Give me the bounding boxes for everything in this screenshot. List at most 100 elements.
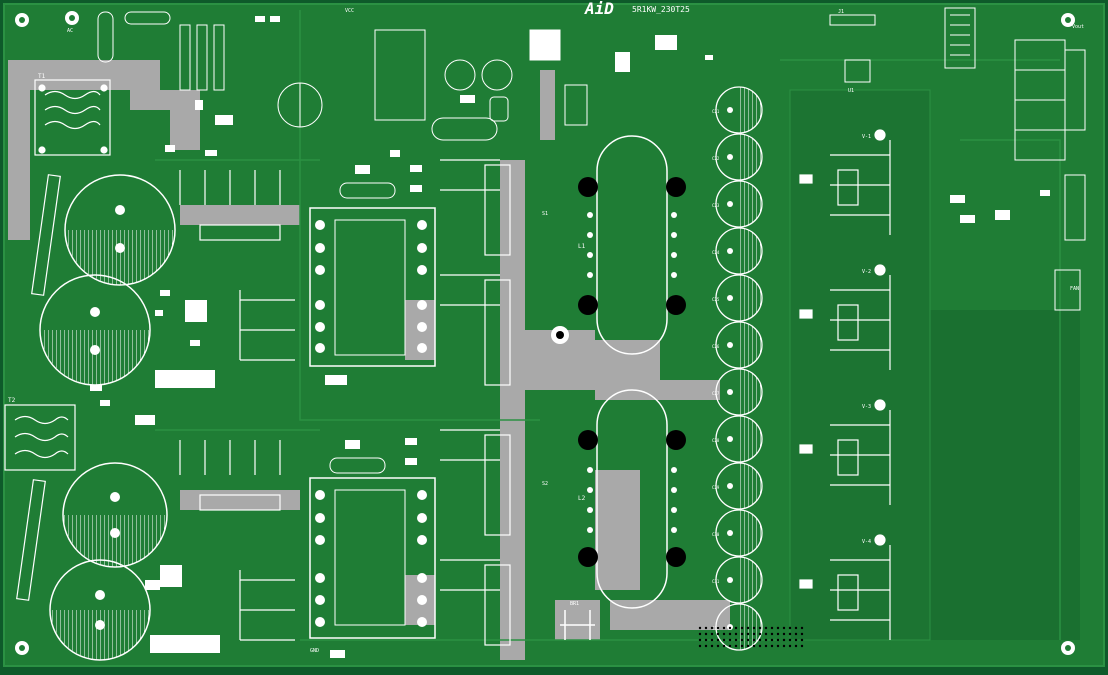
- smd-components: [90, 16, 1050, 658]
- via: [722, 638, 726, 642]
- inductor-bottom: [578, 389, 686, 609]
- fan-label: FAN: [1070, 286, 1079, 292]
- via: [752, 644, 756, 648]
- output-capacitor: C21: [712, 86, 763, 134]
- via: [764, 632, 768, 636]
- via: [734, 644, 738, 648]
- mounting-holes: [15, 11, 1075, 655]
- board-logo: AiD: [584, 0, 614, 18]
- output-capacitor-label: C28: [712, 438, 720, 443]
- via: [746, 644, 750, 648]
- top-center-parts: [97, 11, 588, 474]
- via: [716, 638, 720, 642]
- vout-label: Vout: [1072, 24, 1084, 30]
- via: [788, 632, 792, 636]
- big-cap-1: [64, 174, 176, 286]
- via: [770, 638, 774, 642]
- via: [698, 632, 702, 636]
- via: [794, 638, 798, 642]
- heatsink-fins-bottom: [179, 440, 295, 641]
- via: [794, 632, 798, 636]
- via: [788, 638, 792, 642]
- copper-zone-right: [930, 310, 1080, 640]
- via: [710, 626, 714, 630]
- via: [740, 638, 744, 642]
- via: [728, 644, 732, 648]
- via: [758, 644, 762, 648]
- via: [704, 644, 708, 648]
- via: [758, 632, 762, 636]
- output-capacitor: C31: [712, 556, 763, 604]
- via: [788, 644, 792, 648]
- bridge-rectifier: [560, 610, 595, 640]
- ic-label: U1: [848, 88, 854, 94]
- via: [704, 626, 708, 630]
- via: [740, 626, 744, 630]
- via: [752, 638, 756, 642]
- heatsink-fins-top: [179, 170, 295, 361]
- inductor-top: [578, 135, 686, 355]
- phase-label: V-3: [862, 404, 871, 410]
- via: [776, 626, 780, 630]
- via: [776, 644, 780, 648]
- transformer-bottom: [4, 404, 76, 471]
- output-capacitor-label: C29: [712, 485, 720, 490]
- via: [752, 626, 756, 630]
- gnd-label: GND: [310, 648, 319, 654]
- via-array: [698, 626, 804, 648]
- via: [800, 644, 804, 648]
- via: [752, 632, 756, 636]
- output-capacitor: C25: [712, 274, 763, 322]
- via: [722, 632, 726, 636]
- via: [764, 638, 768, 642]
- output-capacitor-label: C21: [712, 109, 720, 114]
- output-capacitor-label: C22: [712, 156, 720, 161]
- output-capacitor-label: C24: [712, 250, 720, 255]
- phase-block: V-2: [799, 264, 891, 370]
- output-capacitor-label: C25: [712, 297, 720, 302]
- sink-bottom-label: S2: [542, 481, 548, 487]
- via: [746, 632, 750, 636]
- via: [740, 632, 744, 636]
- phase-label: V-4: [862, 539, 871, 545]
- vcc-label: VCC: [345, 8, 354, 14]
- via: [704, 638, 708, 642]
- via: [794, 626, 798, 630]
- via: [734, 626, 738, 630]
- via: [770, 644, 774, 648]
- via: [710, 632, 714, 636]
- big-capacitors: [39, 174, 176, 661]
- sink-top-label: S1: [542, 211, 548, 217]
- via: [722, 644, 726, 648]
- output-capacitor: C22: [712, 133, 763, 181]
- via: [746, 626, 750, 630]
- transformer-bottom-label: T2: [8, 397, 16, 404]
- via: [710, 644, 714, 648]
- via: [770, 626, 774, 630]
- output-capacitor: C23: [712, 180, 763, 228]
- big-cap-2: [39, 274, 151, 386]
- via: [740, 644, 744, 648]
- via: [788, 626, 792, 630]
- via: [728, 632, 732, 636]
- via: [800, 632, 804, 636]
- via: [758, 626, 762, 630]
- via: [728, 638, 732, 642]
- big-cap-3: [62, 462, 168, 568]
- via: [782, 644, 786, 648]
- via: [776, 638, 780, 642]
- via: [794, 644, 798, 648]
- via: [776, 632, 780, 636]
- output-capacitor-label: C31: [712, 579, 720, 584]
- via: [698, 626, 702, 630]
- output-capacitor: C29: [712, 462, 763, 510]
- output-capacitor: C30: [712, 509, 763, 557]
- via: [764, 644, 768, 648]
- output-capacitor-label: C30: [712, 532, 720, 537]
- via: [704, 632, 708, 636]
- via: [800, 638, 804, 642]
- via: [716, 626, 720, 630]
- center-transformer-top: [309, 207, 436, 367]
